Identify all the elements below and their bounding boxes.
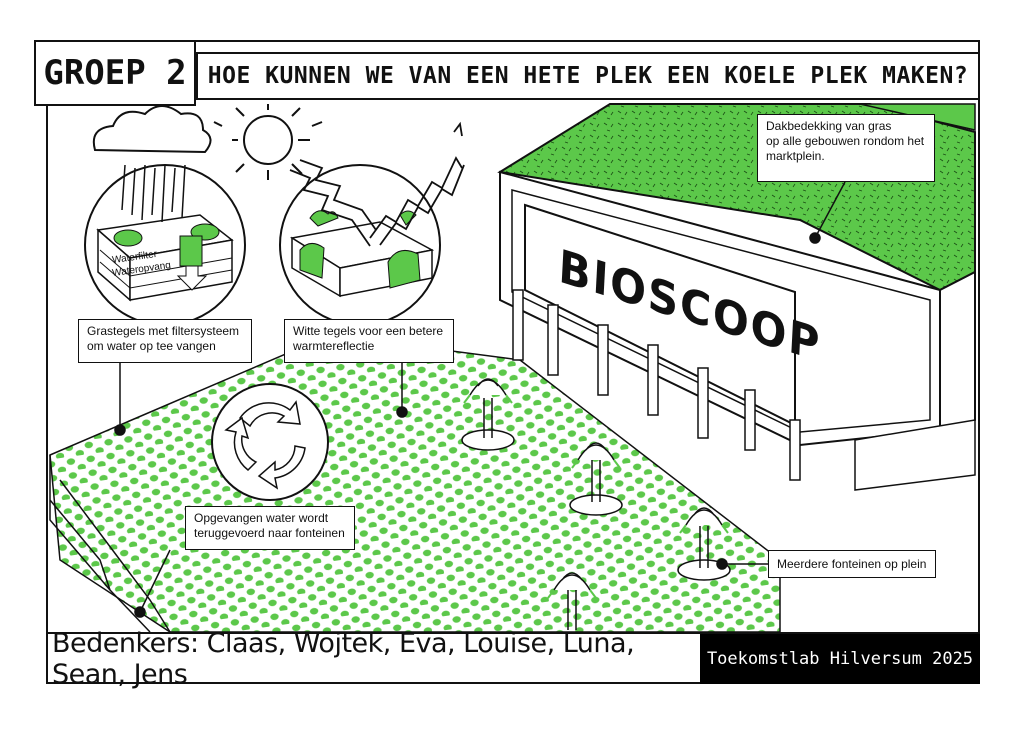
fountain-icon	[547, 572, 597, 630]
fountain-icon	[461, 378, 515, 451]
group-label: GROEP 2	[34, 40, 196, 106]
callout-grass-tiles: Grastegels met filtersysteem om water op…	[78, 319, 252, 363]
cinema-building	[497, 103, 976, 491]
heat-reflection-arrows-icon	[289, 121, 465, 247]
rain-lines	[121, 164, 186, 223]
callout-water-return: Opgevangen water wordt teruggevoerd naar…	[185, 506, 355, 550]
plaza-edge	[49, 455, 171, 633]
fountain-icon	[569, 442, 623, 516]
callout-line: teruggevoerd naar fonteinen	[194, 526, 345, 540]
callout-white-tiles: Witte tegels voor een betere warmterefle…	[284, 319, 454, 363]
callout-line: Grastegels met filtersysteem	[87, 324, 240, 338]
callout-line: op alle gebouwen rondom het	[766, 134, 925, 148]
callout-line: Meerdere fonteinen op plein	[777, 557, 927, 571]
credits: Bedenkers: Claas, Wojtek, Eva, Louise, L…	[52, 628, 635, 690]
callout-fountains: Meerdere fonteinen op plein	[768, 550, 936, 578]
callout-line: Opgevangen water wordt	[194, 511, 329, 525]
rain-cloud-icon	[92, 105, 212, 154]
callout-line: om water op tee vangen	[87, 339, 216, 353]
sun-icon	[213, 104, 323, 180]
callout-line: Dakbedekking van gras	[766, 119, 892, 133]
callout-roof: Dakbedekking van gras op alle gebouwen r…	[757, 114, 935, 182]
white-tile-diagram	[279, 164, 441, 326]
callout-line: warmtereflectie	[293, 339, 375, 353]
callout-line: Witte tegels voor een betere	[293, 324, 444, 338]
grass-tile-diagram	[84, 164, 246, 326]
poster-frame	[46, 40, 980, 684]
recycle-arrows-icon	[211, 383, 329, 501]
lab-label: Toekomstlab Hilversum 2025	[700, 634, 980, 684]
callout-line: marktplein.	[766, 149, 825, 163]
footer: Bedenkers: Claas, Wojtek, Eva, Louise, L…	[46, 628, 980, 690]
page-title: HOE KUNNEN WE VAN EEN HETE PLEK EEN KOEL…	[196, 52, 980, 100]
callout-leaders	[114, 181, 846, 618]
